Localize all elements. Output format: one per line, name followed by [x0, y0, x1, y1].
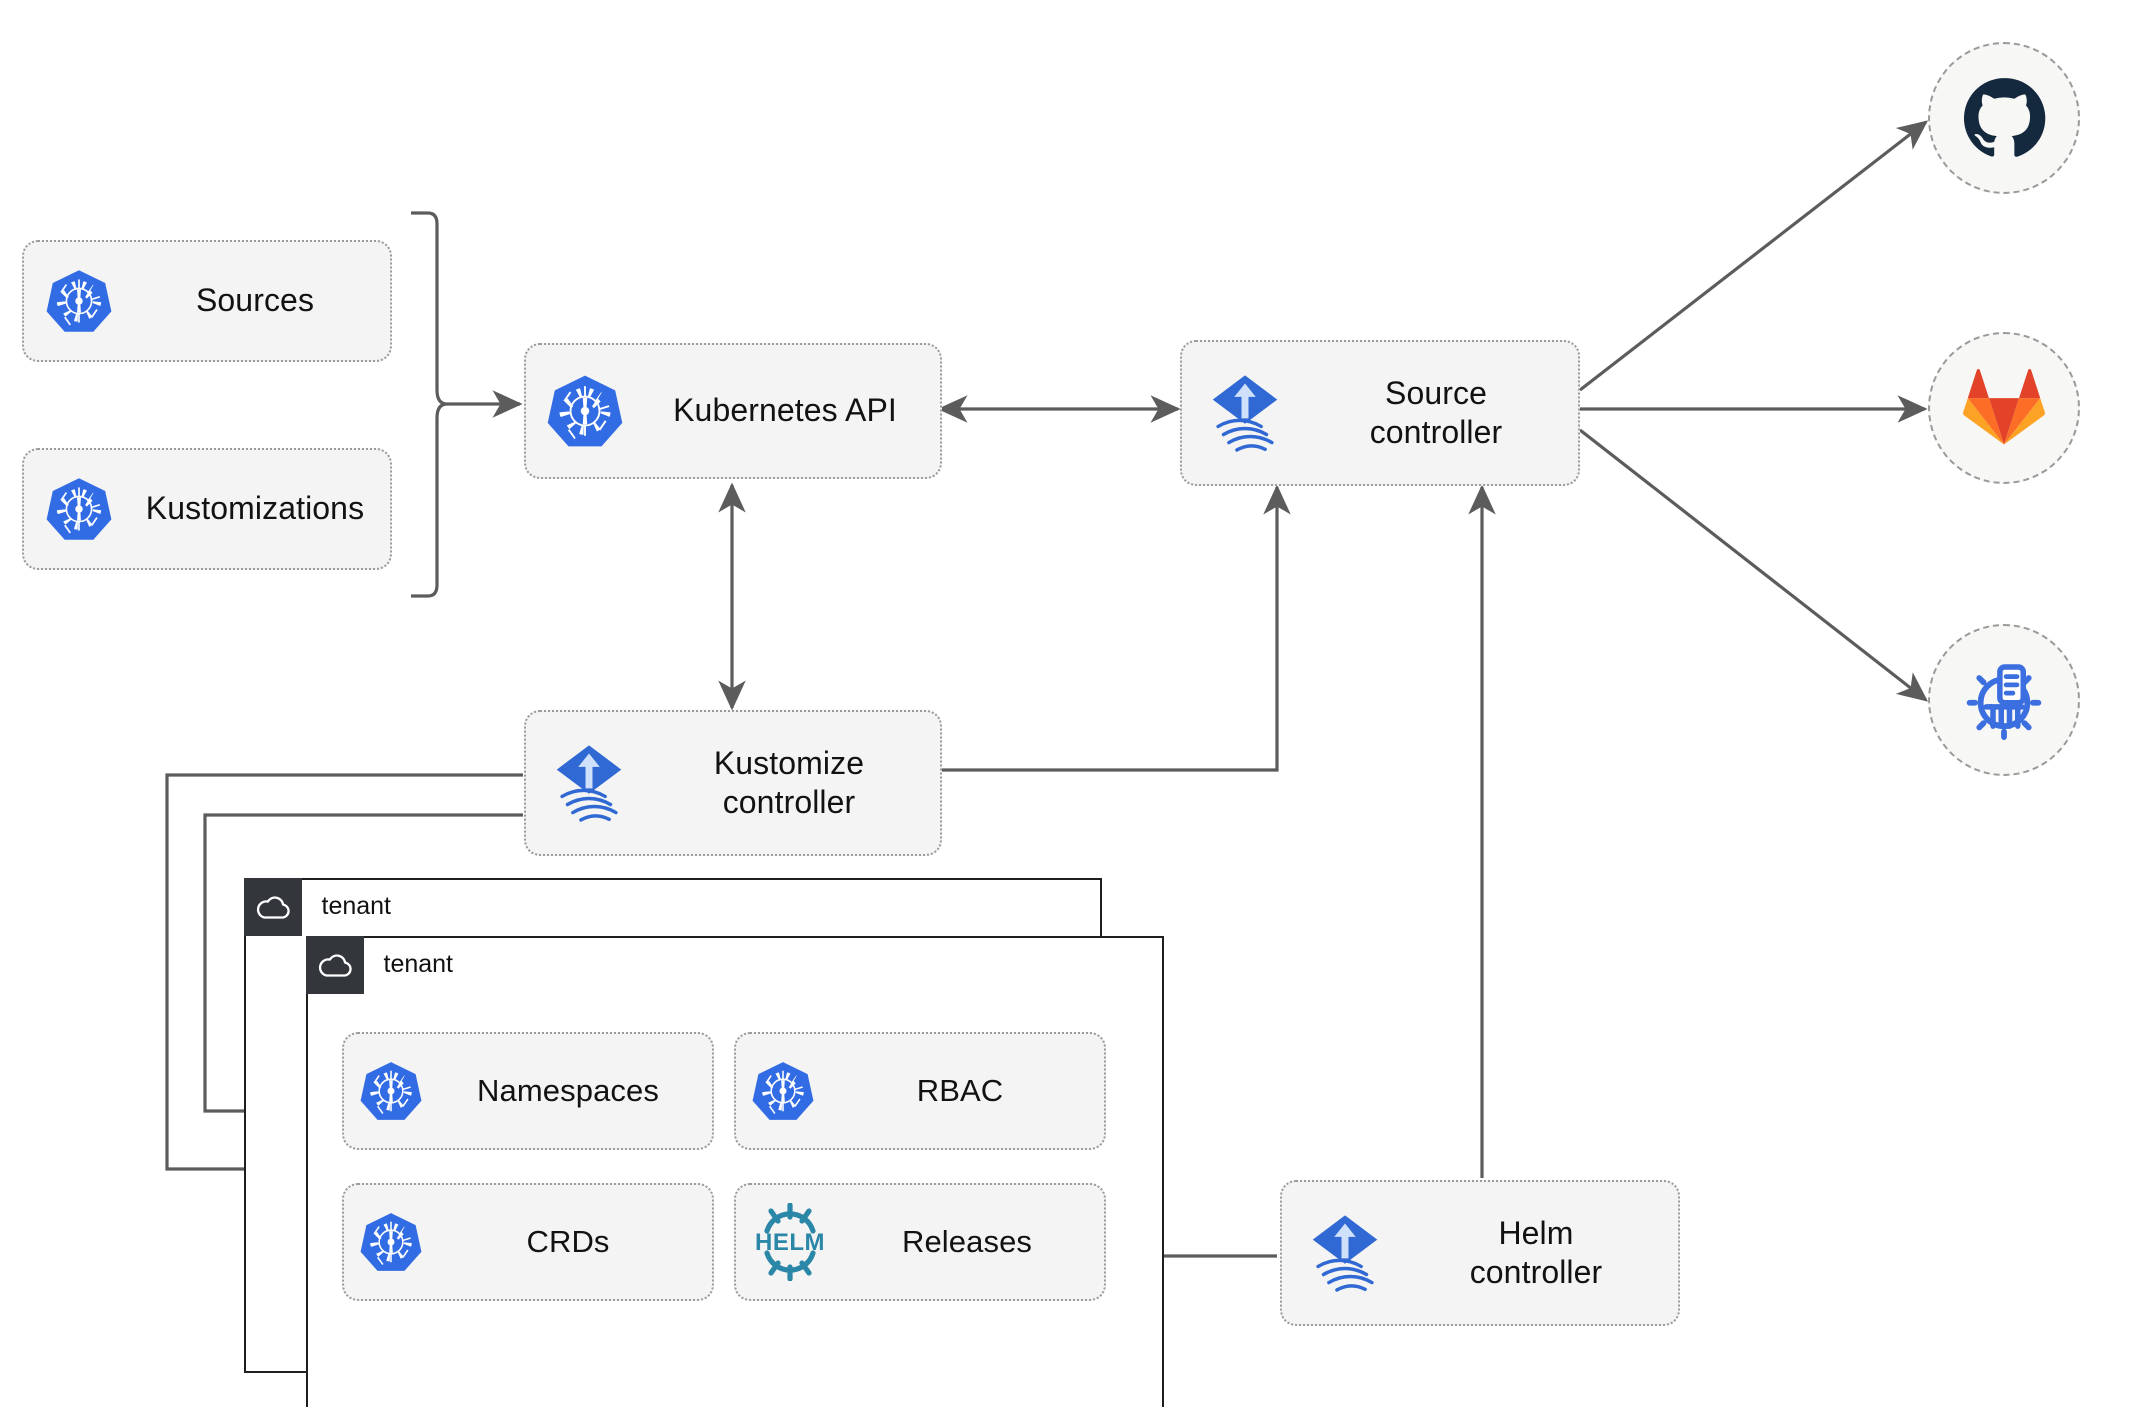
node-sources[interactable]: Sources	[22, 240, 392, 362]
node-namespaces[interactable]: Namespaces	[342, 1032, 714, 1150]
kubernetes-icon	[736, 1060, 830, 1122]
node-label: Kubernetes API	[673, 392, 897, 429]
node-releases[interactable]: HELM Releases	[734, 1183, 1106, 1301]
node-label: RBAC	[916, 1073, 1004, 1109]
node-kustomizations[interactable]: Kustomizations	[22, 448, 392, 570]
node-label: Source controller	[1369, 374, 1503, 450]
grouping-brace	[411, 211, 448, 598]
provider-gitlab[interactable]	[1928, 332, 2080, 484]
edge-kustomize-to-source	[941, 484, 1291, 772]
flux-icon	[526, 740, 652, 826]
kubernetes-icon	[24, 476, 134, 542]
tenant-header: tenant	[305, 935, 454, 994]
node-label: Releases	[901, 1224, 1033, 1260]
node-label: Helm controller	[1469, 1214, 1603, 1290]
node-label: CRDs	[526, 1224, 610, 1260]
node-label: Kustomizations	[145, 490, 365, 527]
node-kustomize-controller[interactable]: Kustomize controller	[524, 710, 942, 856]
cloud-icon	[243, 877, 302, 936]
node-helm-controller[interactable]: Helm controller	[1280, 1180, 1680, 1326]
node-kubernetes-api[interactable]: Kubernetes API	[524, 343, 942, 479]
kubernetes-icon	[344, 1211, 438, 1273]
tenant-label: tenant	[321, 892, 392, 920]
cloud-icon	[305, 935, 364, 994]
provider-github[interactable]	[1928, 42, 2080, 194]
tenant-label: tenant	[383, 950, 454, 978]
node-crds[interactable]: CRDs	[342, 1183, 714, 1301]
github-icon	[1963, 78, 2046, 157]
node-label: Kustomize controller	[713, 744, 865, 820]
helm-repository-icon	[1966, 664, 2042, 741]
edge-source-to-helm-repository	[1579, 428, 1929, 702]
tenant-inner[interactable]: tenant	[305, 935, 1164, 1407]
edge-source-to-github	[1579, 120, 1929, 392]
node-source-controller[interactable]: Source controller	[1180, 340, 1580, 486]
kubernetes-icon	[344, 1060, 438, 1122]
flux-icon	[1182, 370, 1308, 456]
node-label: Sources	[195, 282, 315, 319]
kubernetes-icon	[24, 268, 134, 334]
tenant-header: tenant	[243, 877, 392, 936]
helm-icon: HELM	[736, 1203, 844, 1281]
provider-helm-repository[interactable]	[1928, 624, 2080, 776]
flux-icon	[1282, 1210, 1408, 1296]
node-rbac[interactable]: RBAC	[734, 1032, 1106, 1150]
node-label: Namespaces	[477, 1073, 659, 1109]
svg-text:HELM: HELM	[755, 1229, 825, 1256]
kubernetes-icon	[526, 373, 644, 449]
gitlab-icon	[1963, 368, 2045, 445]
